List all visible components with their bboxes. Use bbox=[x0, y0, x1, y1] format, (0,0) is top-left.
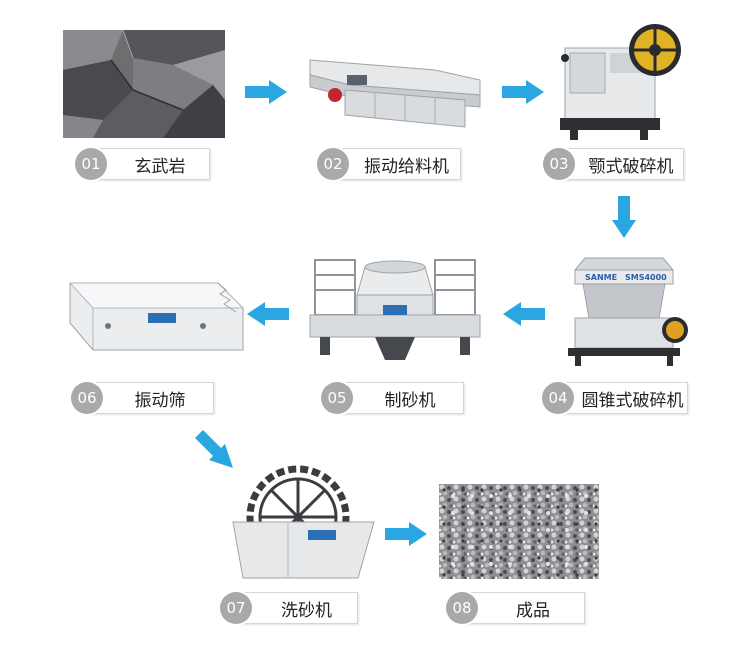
svg-text:SANME: SANME bbox=[585, 273, 617, 282]
arrow-left-icon bbox=[247, 302, 289, 326]
step-number-badge: 01 bbox=[75, 148, 107, 180]
step-label-02: 02 振动给料机 bbox=[317, 148, 461, 180]
step-label-06: 06 振动筛 bbox=[71, 382, 214, 414]
vibrating-feeder-photo bbox=[309, 59, 481, 128]
arrow-down-right-icon bbox=[195, 430, 233, 468]
sand-washer-photo bbox=[232, 465, 375, 579]
step-name: 玄武岩 bbox=[134, 156, 186, 177]
arrow-right-icon bbox=[245, 80, 287, 104]
step-name: 制砂机 bbox=[384, 390, 436, 411]
step-number-badge: 07 bbox=[220, 592, 252, 624]
step-name: 成品 bbox=[516, 600, 550, 621]
step-label-08: 08 成品 bbox=[446, 592, 585, 624]
vibrating-screen-photo bbox=[68, 282, 245, 351]
arrow-left-icon bbox=[503, 302, 545, 326]
arrow-right-icon bbox=[502, 80, 544, 104]
step-number-badge: 03 bbox=[543, 148, 575, 180]
step-name: 洗砂机 bbox=[281, 600, 332, 621]
jaw-crusher-photo bbox=[560, 24, 681, 140]
step-number-badge: 05 bbox=[321, 382, 353, 414]
finished-gravel-photo bbox=[439, 484, 599, 579]
step-label-05: 05 制砂机 bbox=[321, 382, 464, 414]
step-name: 振动给料机 bbox=[364, 156, 449, 177]
step-number-badge: 04 bbox=[542, 382, 574, 414]
cone-crusher-photo: SANME SMS4000 bbox=[568, 257, 688, 366]
step-number-badge: 08 bbox=[446, 592, 478, 624]
basalt-rock-photo bbox=[63, 30, 225, 138]
arrow-right-icon bbox=[385, 522, 427, 546]
machine-model-text: SMS4000 bbox=[625, 273, 667, 282]
step-number-badge: 02 bbox=[317, 148, 349, 180]
arrow-down-icon bbox=[612, 196, 636, 238]
step-label-01: 01 玄武岩 bbox=[75, 148, 210, 180]
step-name: 振动筛 bbox=[134, 390, 186, 411]
step-number-badge: 06 bbox=[71, 382, 103, 414]
step-name: 颚式破碎机 bbox=[588, 156, 674, 177]
sand-making-machine-photo bbox=[309, 259, 481, 360]
step-label-04: 04 圆锥式破碎机 bbox=[542, 382, 688, 414]
step-label-03: 03 颚式破碎机 bbox=[543, 148, 684, 180]
step-label-07: 07 洗砂机 bbox=[220, 592, 358, 624]
step-name: 圆锥式破碎机 bbox=[581, 390, 684, 411]
